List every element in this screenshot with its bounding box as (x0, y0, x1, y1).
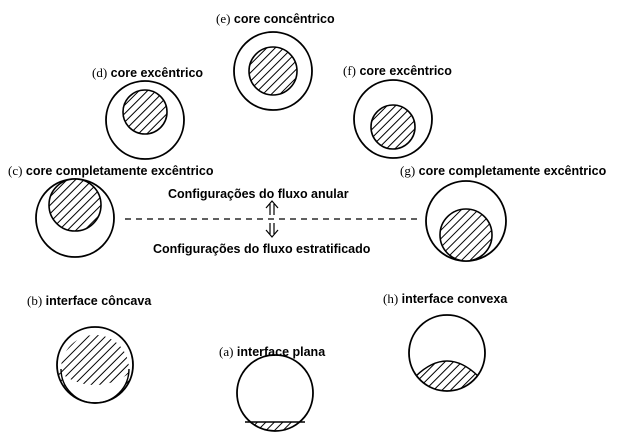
label-d: (d) core excêntrico (92, 65, 204, 81)
label-g: (g) core completamente excêntrico (400, 163, 607, 179)
label-f: (f) core excêntrico (343, 63, 452, 79)
label-h-text: interface convexa (401, 292, 508, 306)
pipe-g-completely-eccentric (425, 180, 507, 262)
label-a: (a) interface plana (219, 344, 326, 360)
annular-flow-label: Configurações do fluxo anular (168, 187, 349, 201)
label-a-text: interface plana (236, 345, 326, 359)
label-d-text: core excêntrico (110, 66, 204, 80)
label-g-tag: (g) (400, 163, 416, 178)
pipe-d-eccentric (105, 80, 185, 160)
up-arrow-icon (265, 200, 279, 215)
down-arrow-icon (265, 223, 279, 238)
pipe-f-eccentric (353, 79, 433, 159)
pipe-a-flat-interface (236, 354, 314, 432)
label-f-text: core excêntrico (359, 64, 452, 78)
label-b-tag: (b) (27, 293, 43, 308)
label-b: (b) interface côncava (27, 293, 152, 309)
label-c: (c) core completamente excêntrico (8, 163, 214, 179)
label-b-text: interface côncava (45, 294, 152, 308)
pipe-c-completely-eccentric (35, 178, 115, 258)
stratified-flow-label: Configurações do fluxo estratificado (153, 242, 371, 256)
label-e-text: core concêntrico (233, 12, 335, 26)
pipe-e-concentric (233, 31, 313, 111)
label-a-tag: (a) (219, 344, 234, 359)
label-h-tag: (h) (383, 291, 399, 306)
label-h: (h) interface convexa (383, 291, 508, 307)
label-d-tag: (d) (92, 65, 108, 80)
pipe-h-convex-interface (408, 314, 486, 392)
label-e: (e) core concêntrico (216, 11, 335, 27)
label-e-tag: (e) (216, 11, 231, 26)
label-c-text: core completamente excêntrico (25, 164, 214, 178)
label-c-tag: (c) (8, 163, 23, 178)
label-f-tag: (f) (343, 63, 356, 78)
label-g-text: core completamente excêntrico (418, 164, 607, 178)
